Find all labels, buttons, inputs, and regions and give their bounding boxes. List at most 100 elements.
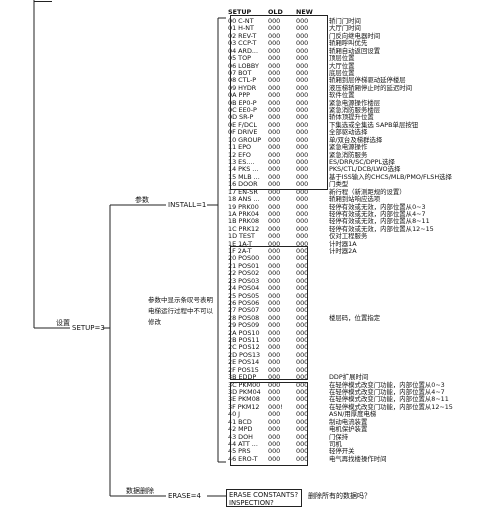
- param-new: 000: [296, 380, 309, 389]
- param-code: 2A POS10: [228, 328, 260, 337]
- param-code: 22 POS02: [228, 269, 260, 278]
- param-code: 28 POS08: [228, 313, 260, 322]
- param-new: 000: [296, 395, 309, 404]
- param-old: 000: [268, 150, 281, 159]
- header-old: OLD: [268, 8, 283, 16]
- param-desc: 底层位置: [329, 68, 355, 77]
- param-new: 000: [296, 172, 309, 181]
- param-code: 06 LOBBY: [228, 61, 259, 70]
- param-code: 15 MLB ...: [228, 172, 260, 181]
- param-code: 0F DRIVE: [228, 128, 258, 137]
- param-code: 29 POS09: [228, 321, 260, 330]
- param-desc: 下集选或全集选 SAPB单层按钮: [329, 120, 419, 129]
- param-code: 16 DOOR: [228, 180, 258, 189]
- param-desc: 在轻停模式改变门功能，内部位置从12~15: [329, 402, 453, 411]
- param-old: 000: [268, 54, 281, 63]
- param-new: 000: [296, 247, 309, 256]
- header-new: NEW: [296, 8, 313, 16]
- param-new: 000: [296, 68, 309, 77]
- param-old: 000: [268, 298, 281, 307]
- param-code: 01 H-NT: [228, 24, 254, 33]
- param-old: 000: [268, 68, 281, 77]
- param-desc: 门反向继电器时间: [329, 31, 381, 40]
- param-code: 09 HYDR: [228, 83, 257, 92]
- param-code: 3C PKM00: [228, 380, 261, 389]
- param-new: 000: [296, 106, 309, 115]
- param-old: 000: [268, 135, 281, 144]
- param-new: 000: [296, 284, 309, 293]
- param-code: 26 POS06: [228, 298, 260, 307]
- param-new: 000: [296, 17, 309, 25]
- param-code: 23 POS03: [228, 276, 260, 285]
- param-desc: 门保持: [329, 432, 349, 441]
- param-old: 000: [268, 425, 281, 434]
- param-new: 000: [296, 410, 309, 419]
- param-new: 000: [296, 232, 309, 241]
- param-desc: 制动电流装置: [329, 417, 368, 426]
- param-old: 000: [268, 447, 281, 456]
- param-old: 000: [268, 209, 281, 218]
- param-code: 2C POS12: [228, 343, 260, 352]
- param-old: 000: [268, 91, 281, 100]
- param-code: 2D POS13: [228, 350, 261, 359]
- param-code: 27 POS07: [228, 306, 260, 315]
- param-desc: 紧急消防服务楼层: [329, 106, 381, 115]
- param-old: 000: [268, 239, 281, 248]
- param-old: 000: [268, 395, 281, 404]
- param-desc: ASN/用厚度电梯: [329, 410, 377, 419]
- param-new: 000: [296, 150, 309, 159]
- param-new: 000: [296, 202, 309, 211]
- param-new: 000: [296, 306, 309, 315]
- param-desc: 基于ISS输入的CHCS/MLB/PMO/FLSH选择: [329, 172, 452, 181]
- frame-bottom: [230, 382, 308, 466]
- param-code: 1F 2A-T: [228, 247, 252, 256]
- param-code: 2F POS15: [228, 365, 259, 374]
- param-code: 19 PRK00: [228, 202, 259, 211]
- erase-description: 删除所有的数据吗？: [308, 492, 371, 500]
- param-code: 24 POS04: [228, 284, 260, 293]
- param-old: 000: [268, 350, 281, 359]
- param-code: 0C EE0-P: [228, 106, 257, 115]
- param-code: 40 J: [228, 410, 241, 419]
- param-old: 000: [268, 410, 281, 419]
- param-old: 000: [268, 83, 281, 92]
- param-new: 000: [296, 39, 309, 48]
- param-new: 000: [296, 269, 309, 278]
- param-desc: 轻停有效或无效，内部位置从4~7: [329, 209, 426, 218]
- param-old: 000: [268, 417, 281, 426]
- param-old: 000: [268, 261, 281, 270]
- param-code: 45 PRS: [228, 447, 251, 456]
- param-old: 000: [268, 120, 281, 129]
- param-desc: 司机: [329, 439, 342, 448]
- param-desc: 紧急电源操作: [329, 143, 368, 152]
- param-code: 02 REV-T: [228, 31, 257, 40]
- param-new: 000: [296, 454, 309, 463]
- param-code: 18 ANS ...: [228, 195, 260, 204]
- param-new: 000: [296, 447, 309, 456]
- param-old: 000: [268, 61, 281, 70]
- param-code: 25 POS05: [228, 291, 260, 300]
- param-old: 000: [268, 232, 281, 241]
- setup-group-label: 设置: [56, 319, 70, 327]
- param-new: 000: [296, 76, 309, 85]
- param-code: 1C PRK12: [228, 224, 260, 233]
- param-code: 43 DOH: [228, 432, 253, 441]
- param-code: 0E F/DCL: [228, 120, 257, 129]
- param-old: 000: [268, 269, 281, 278]
- param-desc: 电机保护装置: [329, 425, 368, 434]
- param-old: 000: [268, 165, 281, 174]
- param-old: 000: [268, 157, 281, 166]
- param-new: 000: [296, 365, 309, 374]
- param-new: 000: [296, 120, 309, 129]
- param-old: 000: [268, 143, 281, 152]
- param-old: 000: [268, 187, 281, 196]
- param-new: 000: [296, 254, 309, 263]
- param-new: 000: [296, 432, 309, 441]
- param-new: 000: [296, 24, 309, 33]
- param-desc: 计时器1A: [329, 239, 357, 248]
- frame-mid: [230, 246, 308, 380]
- erase-prompt-line2: INSPECTION?: [229, 499, 274, 507]
- param-old: 000: [268, 336, 281, 345]
- param-code: 13 ES....: [228, 157, 255, 166]
- install-group-label: 参数: [135, 196, 149, 204]
